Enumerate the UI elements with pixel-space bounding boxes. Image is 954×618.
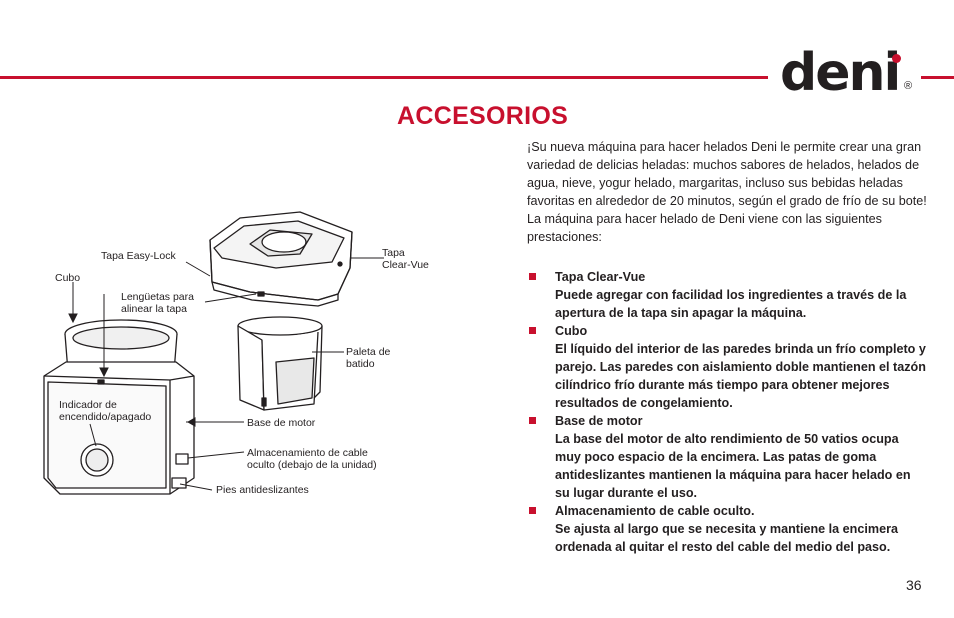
feature-item: Tapa Clear-Vue Puede agregar con facilid… <box>527 268 927 322</box>
feature-title: Tapa Clear-Vue <box>555 270 646 284</box>
registered-mark: ® <box>904 80 913 92</box>
feature-description: El líquido del interior de las paredes b… <box>555 342 926 410</box>
label-almacenamiento-line1: Almacenamiento de cable <box>247 447 368 459</box>
feature-title: Almacenamiento de cable oculto. <box>555 504 755 518</box>
feature-title: Cubo <box>555 324 588 338</box>
label-lenguetas-line1: Lengüetas para <box>121 291 194 303</box>
feature-list: Tapa Clear-Vue Puede agregar con facilid… <box>527 268 927 556</box>
feature-item: Base de motor La base del motor de alto … <box>527 412 927 502</box>
page-title: ACCESORIOS <box>397 102 569 130</box>
logo-dot-icon <box>892 54 901 63</box>
deni-logo: deni ® <box>780 46 918 100</box>
feature-item: Almacenamiento de cable oculto. Se ajust… <box>527 502 927 556</box>
label-base-motor: Base de motor <box>247 417 316 429</box>
label-tapa-clear-vue: Tapa Clear-Vue <box>382 247 429 271</box>
label-indicador-line1: Indicador de <box>59 399 117 411</box>
label-tapa-clear-vue-line1: Tapa <box>382 247 405 259</box>
label-almacenamiento-line2: oculto (debajo de la unidad) <box>247 459 377 471</box>
lid-illustration <box>209 211 353 307</box>
bullet-square-icon <box>529 507 536 514</box>
label-indicador: Indicador de encendido/apagado <box>59 399 151 423</box>
label-indicador-line2: encendido/apagado <box>59 411 152 423</box>
feature-description: Puede agregar con facilidad los ingredie… <box>555 288 907 320</box>
intro-paragraph-1: ¡Su nueva máquina para hacer helados Den… <box>527 140 927 208</box>
bullet-square-icon <box>529 327 536 334</box>
page-number: 36 <box>906 577 922 593</box>
label-pies: Pies antideslizantes <box>216 484 309 496</box>
brand-wordmark: deni <box>780 43 901 103</box>
paddle-illustration <box>237 316 323 411</box>
label-tapa-clear-vue-line2: Clear-Vue <box>382 259 429 271</box>
bullet-square-icon <box>529 417 536 424</box>
header-rule-right <box>921 76 954 79</box>
label-paleta-line1: Paleta de <box>346 346 391 358</box>
header-rule-left <box>0 76 768 79</box>
label-paleta-line2: batido <box>346 358 375 370</box>
label-lenguetas: Lengüetas para alinear la tapa <box>121 291 194 315</box>
feature-description: La base del motor de alto rendimiento de… <box>555 432 911 500</box>
intro-paragraph-2: La máquina para hacer helado de Deni vie… <box>527 212 882 244</box>
label-lenguetas-line2: alinear la tapa <box>121 303 187 315</box>
label-cubo: Cubo <box>55 272 81 284</box>
label-tapa-easy-lock: Tapa Easy-Lock <box>101 250 176 262</box>
label-paleta: Paleta de batido <box>346 346 390 370</box>
label-almacenamiento: Almacenamiento de cable oculto (debajo d… <box>247 447 377 471</box>
feature-item: Cubo El líquido del interior de las pare… <box>527 322 927 412</box>
intro-text: ¡Su nueva máquina para hacer helados Den… <box>527 138 927 246</box>
feature-title: Base de motor <box>555 414 643 428</box>
bullet-square-icon <box>529 273 536 280</box>
feature-description: Se ajusta al largo que se necesita y man… <box>555 522 898 554</box>
